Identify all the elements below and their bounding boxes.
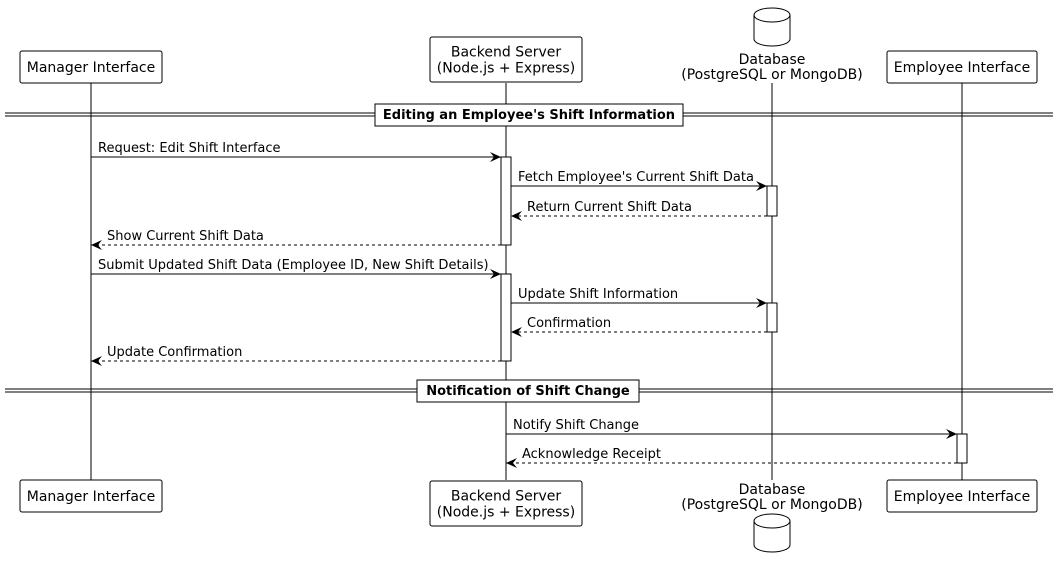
participant-label: Manager Interface bbox=[27, 60, 156, 76]
participant-label: (PostgreSQL or MongoDB) bbox=[681, 497, 862, 513]
message-label: Update Confirmation bbox=[107, 345, 242, 360]
message-label: Return Current Shift Data bbox=[527, 200, 692, 215]
message-label: Update Shift Information bbox=[518, 287, 678, 302]
message-6: Update Shift Information bbox=[511, 287, 767, 308]
database-icon bbox=[753, 521, 791, 553]
activation-bar-database bbox=[766, 185, 778, 217]
participant-label: Database bbox=[739, 52, 806, 68]
activation-bar-employee bbox=[956, 433, 968, 464]
message-label: Request: Edit Shift Interface bbox=[98, 141, 281, 156]
participant-manager-bottom: Manager Interface bbox=[19, 479, 163, 513]
message-9: Notify Shift Change bbox=[506, 418, 957, 439]
message-label: Fetch Employee's Current Shift Data bbox=[518, 170, 754, 185]
participant-database-bottom: Database(PostgreSQL or MongoDB) bbox=[681, 482, 863, 553]
message-1: Request: Edit Shift Interface bbox=[91, 141, 501, 162]
activation-bar-database bbox=[766, 302, 778, 333]
participant-label: Employee Interface bbox=[894, 60, 1030, 76]
participant-backend-bottom: Backend Server(Node.js + Express) bbox=[429, 480, 583, 527]
participant-label: (Node.js + Express) bbox=[437, 505, 575, 521]
message-label: Notify Shift Change bbox=[513, 418, 639, 433]
participant-label: Employee Interface bbox=[894, 489, 1030, 505]
message-4: Show Current Shift Data bbox=[91, 229, 501, 250]
message-7: Confirmation bbox=[511, 316, 767, 337]
section-title: Notification of Shift Change bbox=[426, 384, 630, 399]
participant-label: Backend Server bbox=[451, 489, 561, 505]
message-8: Update Confirmation bbox=[91, 345, 501, 366]
participant-label: Database bbox=[739, 482, 806, 498]
message-5: Submit Updated Shift Data (Employee ID, … bbox=[91, 258, 501, 279]
section-title: Editing an Employee's Shift Information bbox=[383, 108, 675, 123]
section-divider-0: Editing an Employee's Shift Information bbox=[5, 103, 1053, 127]
message-2: Fetch Employee's Current Shift Data bbox=[511, 170, 767, 191]
message-label: Confirmation bbox=[527, 316, 611, 331]
participant-label: Manager Interface bbox=[27, 489, 156, 505]
participant-label: Backend Server bbox=[451, 45, 561, 61]
message-3: Return Current Shift Data bbox=[511, 200, 767, 221]
participant-label: (Node.js + Express) bbox=[437, 61, 575, 77]
activation-bar-backend bbox=[500, 273, 512, 362]
participant-database-top: Database(PostgreSQL or MongoDB) bbox=[681, 7, 863, 83]
section-divider-1: Notification of Shift Change bbox=[5, 379, 1053, 403]
participant-employee-top: Employee Interface bbox=[886, 50, 1038, 84]
message-label: Acknowledge Receipt bbox=[522, 447, 661, 462]
participant-employee-bottom: Employee Interface bbox=[886, 479, 1038, 513]
message-label: Submit Updated Shift Data (Employee ID, … bbox=[98, 258, 489, 273]
message-10: Acknowledge Receipt bbox=[506, 447, 957, 468]
database-icon bbox=[753, 15, 791, 47]
participant-backend-top: Backend Server(Node.js + Express) bbox=[429, 36, 583, 83]
participant-label: (PostgreSQL or MongoDB) bbox=[681, 67, 862, 83]
participant-manager-top: Manager Interface bbox=[19, 50, 163, 84]
message-label: Show Current Shift Data bbox=[107, 229, 264, 244]
activation-bar-backend bbox=[500, 156, 512, 246]
